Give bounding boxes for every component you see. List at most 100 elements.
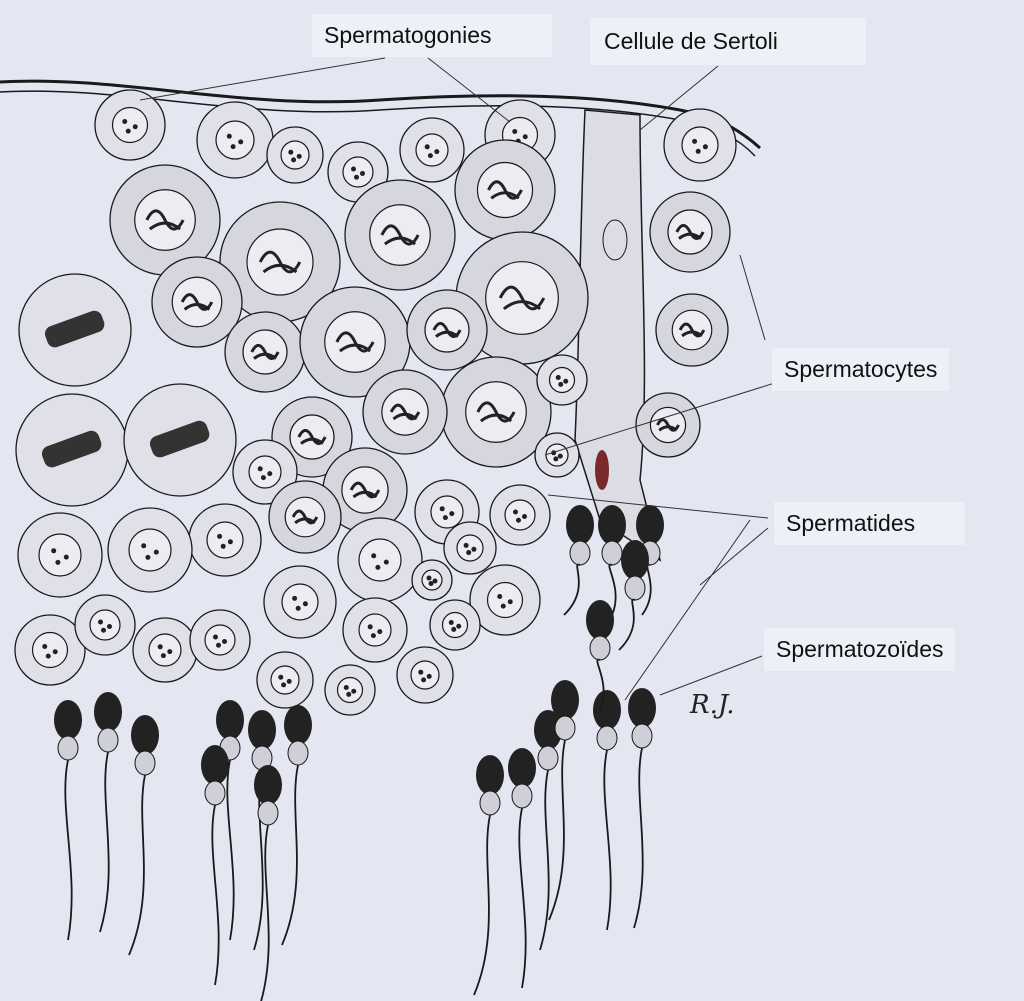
sperm-tail	[99, 751, 110, 933]
sperm-tail	[64, 759, 73, 941]
chromatin-dot	[522, 514, 527, 519]
nucleus	[281, 583, 319, 621]
sperm-tail	[633, 747, 644, 929]
chromatin	[180, 293, 214, 311]
chromatin-dot	[343, 685, 349, 690]
chromatin-dot	[145, 554, 151, 560]
chromatin-dot	[512, 129, 518, 134]
chromatin-dot	[432, 578, 438, 584]
nucleus	[89, 609, 121, 641]
chromatin-dot	[439, 506, 445, 512]
sperm-midpiece	[287, 740, 309, 766]
chromatin-dot	[238, 139, 244, 145]
chromatin-dot	[52, 649, 58, 655]
chromatin	[656, 418, 680, 432]
leader-line	[427, 57, 511, 123]
chromosome-plate	[149, 420, 210, 458]
chromatin	[678, 322, 706, 338]
chromatin-dot	[42, 644, 48, 649]
chromatin	[380, 224, 420, 246]
sperm-head	[284, 705, 312, 745]
chromatin-dot	[360, 171, 365, 176]
chromatin-dot	[230, 144, 236, 150]
chromatin-dot	[449, 511, 455, 517]
chromatin-dot	[55, 559, 61, 565]
chromatin-dot	[278, 674, 284, 680]
chromatin	[487, 180, 523, 200]
nucleus	[204, 624, 236, 656]
sperm-midpiece	[204, 780, 226, 806]
chromatin-dot	[522, 134, 528, 140]
leader-lines	[139, 57, 779, 701]
chromatin-dot	[351, 166, 356, 172]
nucleus	[128, 528, 172, 572]
chromatin-dot	[98, 619, 103, 625]
sperm-midpiece	[589, 635, 611, 661]
sperm-head	[636, 505, 664, 545]
chromatin	[349, 481, 381, 499]
sperm-head	[593, 690, 621, 730]
chromatin-dot	[471, 546, 477, 552]
sperm-head	[54, 700, 82, 740]
sertoli-body	[574, 109, 662, 562]
sperm-midpiece	[624, 575, 646, 601]
sertoli-cell	[574, 109, 662, 562]
chromatin	[291, 509, 319, 525]
chromatin-dot	[351, 688, 357, 694]
sperm-tail	[548, 739, 566, 921]
chromatin-dot	[141, 543, 147, 549]
sperm-head	[628, 688, 656, 728]
sperm-midpiece	[631, 723, 653, 749]
chromatin-dot	[370, 633, 376, 639]
chromatin-dot	[51, 548, 57, 554]
sperm-tail	[128, 774, 146, 956]
nucleus	[248, 455, 282, 489]
sperm-midpiece	[554, 715, 576, 741]
chromatin-dot	[295, 605, 301, 611]
chromatin	[250, 343, 280, 361]
nucleus	[215, 120, 255, 160]
chromatin-dot	[375, 564, 381, 570]
chromatin-dot	[563, 378, 569, 384]
label-spermatozoides: Spermatozoïdes	[764, 628, 956, 671]
chromatin-dot	[122, 119, 128, 124]
sertoli-nucleus	[602, 219, 628, 261]
chromatin-dot	[45, 653, 51, 659]
label-spermatocytes: Spermatocytes	[772, 348, 950, 391]
chromatin-dot	[500, 603, 506, 609]
nucleus	[456, 534, 484, 562]
sperm-head	[586, 600, 614, 640]
chromatin-dot	[288, 149, 294, 155]
chromatin-dot	[125, 128, 131, 134]
chromatin	[675, 223, 705, 241]
label-spermatogonies: Spermatogonies	[312, 14, 552, 57]
sperm-head	[94, 692, 122, 732]
nucleus	[358, 613, 392, 647]
label-spermatides: Spermatides	[774, 502, 966, 545]
chromatin-dot	[466, 550, 472, 556]
sperm-tail	[539, 769, 550, 951]
chromatin	[476, 401, 516, 423]
chromatin-dot	[367, 624, 373, 630]
nucleus	[415, 133, 449, 167]
nucleus	[410, 660, 440, 690]
sperm-midpiece	[569, 540, 591, 566]
chromatin	[432, 321, 462, 339]
chromatin-dot	[702, 144, 708, 150]
chromatin-dot	[281, 682, 287, 688]
chromosome-plate	[44, 310, 105, 348]
spermatozoa	[54, 505, 664, 1001]
leader-line	[544, 381, 779, 456]
nucleus	[336, 676, 364, 704]
chromatin-dot	[377, 629, 383, 635]
leader-line	[139, 57, 386, 101]
chromatin-dot	[451, 626, 457, 632]
chromatin-dot	[371, 553, 377, 559]
chromatin	[335, 331, 375, 353]
chromatin-dot	[516, 517, 521, 523]
chromatin-dot	[418, 669, 424, 675]
chromatin-dot	[426, 575, 432, 581]
sperm-head	[551, 680, 579, 720]
chromatin-dot	[507, 599, 513, 605]
cells	[14, 89, 737, 716]
